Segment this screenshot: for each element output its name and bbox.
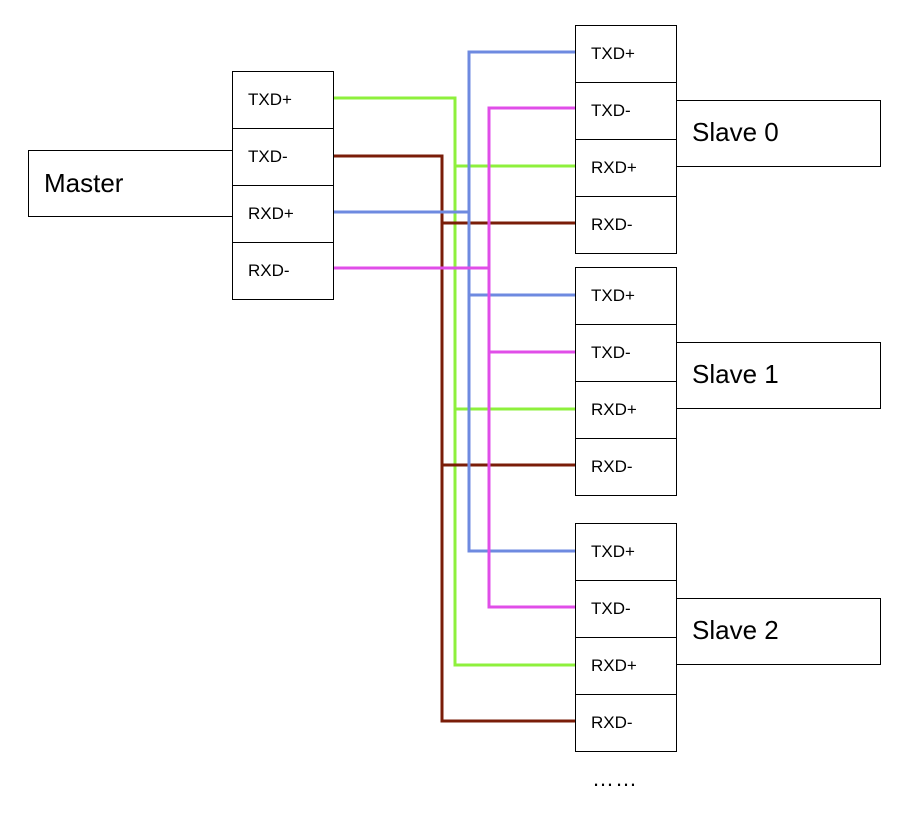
slave-1-pin-label: TXD+ bbox=[591, 286, 635, 305]
more-slaves-ellipsis: …… bbox=[592, 766, 638, 791]
slave-1-pin-rxd-minus: RXD- bbox=[575, 438, 677, 496]
master-pin-label: RXD- bbox=[248, 261, 290, 280]
master-pin-label: RXD+ bbox=[248, 204, 294, 223]
master-pin-rxd-minus: RXD- bbox=[232, 242, 334, 300]
slave-0-pin-rxd-plus: RXD+ bbox=[575, 139, 677, 197]
slave-0-pin-label: RXD- bbox=[591, 215, 633, 234]
slave-2-pin-txd-plus: TXD+ bbox=[575, 523, 677, 581]
slave-1-pin-rxd-plus: RXD+ bbox=[575, 381, 677, 439]
wire-master-rxd-plus bbox=[334, 50, 575, 553]
master-pin-rxd-plus: RXD+ bbox=[232, 185, 334, 243]
master-label: Master bbox=[44, 168, 124, 198]
wire-master-rxd-minus bbox=[334, 106, 575, 609]
slave-0-pin-label: RXD+ bbox=[591, 158, 637, 177]
slave-2-pin-label: TXD- bbox=[591, 599, 631, 618]
slave-1-box bbox=[676, 342, 881, 409]
slave-2-pin-rxd-plus: RXD+ bbox=[575, 637, 677, 695]
master-pin-label: TXD- bbox=[248, 147, 288, 166]
master-pin-txd-plus: TXD+ bbox=[232, 71, 334, 129]
slave-0-pin-label: TXD- bbox=[591, 101, 631, 120]
slave-2-box bbox=[676, 598, 881, 665]
slave-1-pin-label: RXD- bbox=[591, 457, 633, 476]
master-pin-txd-minus: TXD- bbox=[232, 128, 334, 186]
master-pin-label: TXD+ bbox=[248, 90, 292, 109]
wire-master-txd-plus bbox=[334, 96, 575, 667]
slave-0-pin-txd-minus: TXD- bbox=[575, 82, 677, 140]
slave-0-box bbox=[676, 100, 881, 167]
slave-2-pin-rxd-minus: RXD- bbox=[575, 694, 677, 752]
slave-2-label: Slave 2 bbox=[692, 615, 779, 645]
slave-2-pin-txd-minus: TXD- bbox=[575, 580, 677, 638]
slave-2-pin-label: TXD+ bbox=[591, 542, 635, 561]
slave-1-pin-txd-minus: TXD- bbox=[575, 324, 677, 382]
slave-1-pin-label: TXD- bbox=[591, 343, 631, 362]
master-box bbox=[28, 150, 234, 217]
wire-master-txd-minus bbox=[334, 154, 575, 723]
slave-1-label: Slave 1 bbox=[692, 359, 779, 389]
slave-2-pin-label: RXD+ bbox=[591, 656, 637, 675]
slave-0-pin-txd-plus: TXD+ bbox=[575, 25, 677, 83]
slave-0-label: Slave 0 bbox=[692, 117, 779, 147]
slave-0-pin-label: TXD+ bbox=[591, 44, 635, 63]
slave-0-pin-rxd-minus: RXD- bbox=[575, 196, 677, 254]
slave-2-pin-label: RXD- bbox=[591, 713, 633, 732]
slave-1-pin-label: RXD+ bbox=[591, 400, 637, 419]
slave-1-pin-txd-plus: TXD+ bbox=[575, 267, 677, 325]
